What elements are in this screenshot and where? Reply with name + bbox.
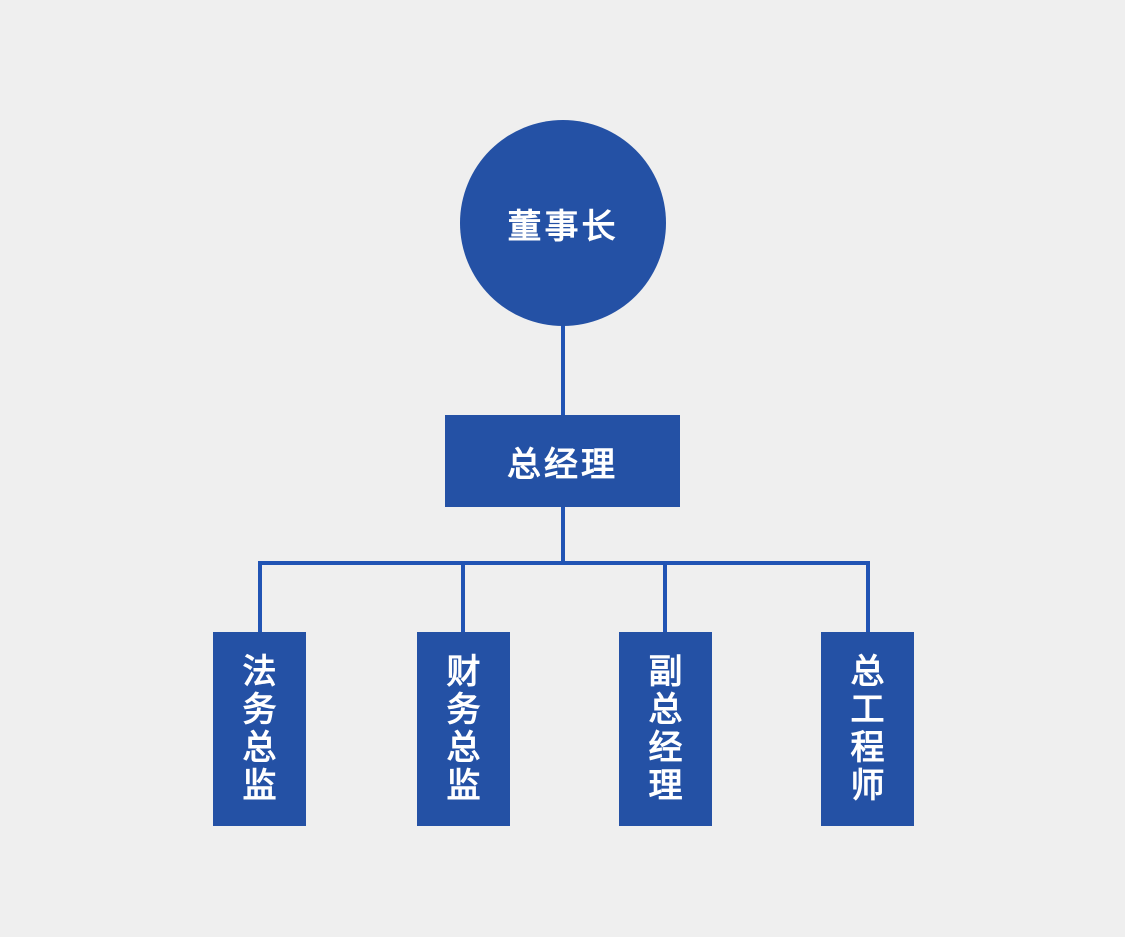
chief-engineer-label: 总工程师 (850, 653, 885, 805)
connector-gm-to-bus (561, 507, 565, 565)
legal-director-label: 法务总监 (242, 653, 277, 805)
finance-director-node: 财务总监 (417, 632, 510, 826)
connector-bus-to-deputy-gm (663, 561, 667, 632)
connector-chairman-to-gm (561, 322, 565, 416)
general-manager-label: 总经理 (507, 445, 618, 484)
chairman-label: 董事长 (507, 207, 619, 246)
general-manager-node: 总经理 (445, 415, 680, 507)
chief-engineer-node: 总工程师 (821, 632, 914, 826)
connector-bus-to-legal-director (258, 561, 262, 632)
legal-director-node: 法务总监 (213, 632, 306, 826)
finance-director-label: 财务总监 (446, 653, 481, 805)
chairman-node: 董事长 (460, 120, 666, 326)
connector-horizontal-bus (258, 561, 870, 565)
connector-bus-to-chief-engineer (866, 561, 870, 632)
deputy-general-manager-label: 副总经理 (648, 653, 683, 805)
deputy-general-manager-node: 副总经理 (619, 632, 712, 826)
connector-bus-to-finance-director (461, 561, 465, 632)
